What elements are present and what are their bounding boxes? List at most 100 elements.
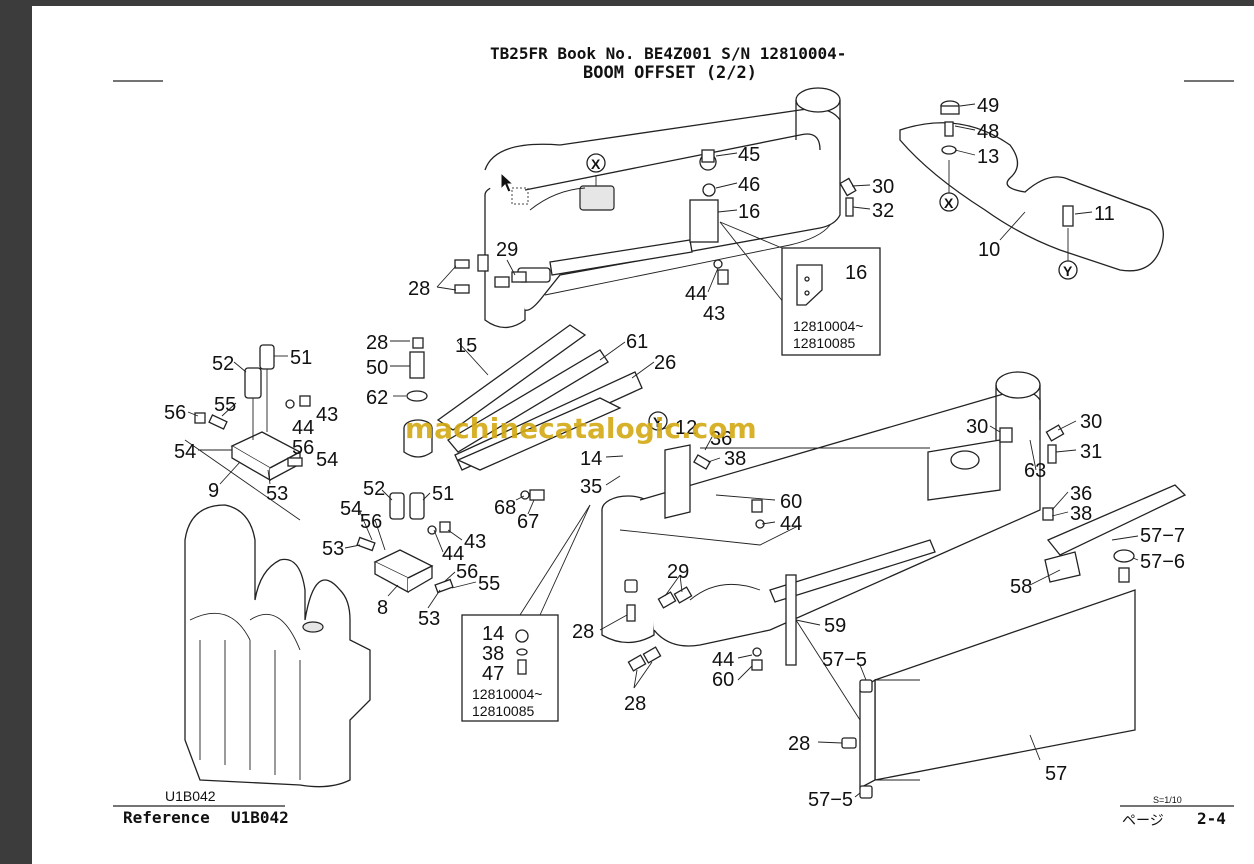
marker-y-boom: Y: [648, 411, 668, 431]
callout-label: 47: [482, 663, 504, 685]
callout-label: 28: [788, 733, 810, 755]
marker-y-plate: Y: [1058, 260, 1078, 280]
callout-label: 35: [580, 476, 602, 498]
callout-label: 46: [738, 174, 760, 196]
callout-label: 52: [363, 478, 385, 500]
callout-label: 36: [1070, 483, 1092, 505]
svg-text:X: X: [591, 156, 601, 172]
callout-label: 14: [580, 448, 602, 470]
inset-top-serial-from: 12810004~: [793, 318, 863, 334]
callout-label: 15: [455, 335, 477, 357]
callout-label: 53: [418, 608, 440, 630]
callout-label: 43: [464, 531, 486, 553]
callout-label: 44: [685, 283, 707, 305]
callout-label: 28: [366, 332, 388, 354]
callout-label: 57: [1045, 763, 1067, 785]
callout-label: 61: [626, 331, 648, 353]
callout-label: 45: [738, 144, 760, 166]
callout-label: 54: [340, 498, 362, 520]
callout-label: 56: [456, 561, 478, 583]
callout-label: 56: [292, 437, 314, 459]
marker-x-plate: X: [939, 192, 959, 212]
header-section-title: BOOM OFFSET (2/2): [583, 63, 757, 83]
callout-label: 53: [322, 538, 344, 560]
callout-label: 55: [478, 573, 500, 595]
callout-label: 44: [712, 649, 734, 671]
callout-label: 10: [978, 239, 1000, 261]
boom-main-assembly: [601, 371, 1187, 672]
callout-label: 44: [780, 513, 802, 535]
page-number: 2-4: [1197, 809, 1226, 828]
callout-label: 54: [316, 449, 338, 471]
callout-label: 16: [845, 262, 867, 284]
callout-label: 60: [780, 491, 802, 513]
cover-plate-assembly: [899, 100, 1164, 272]
callout-label: 29: [667, 561, 689, 583]
marker-x-top: X: [586, 153, 606, 173]
callout-label: 11: [1094, 203, 1115, 225]
callout-label: 38: [724, 448, 746, 470]
callout-label: 68: [494, 497, 516, 519]
callout-label: 51: [290, 347, 312, 369]
inset-box-top: 12810004~ 12810085: [719, 221, 881, 356]
callout-label: 32: [872, 200, 894, 222]
callout-label: 30: [872, 176, 894, 198]
callout-label: 9: [208, 480, 219, 502]
callout-label: 67: [517, 511, 539, 533]
drawing-code: U1B042: [165, 788, 216, 804]
swing-bracket: [184, 439, 371, 788]
reference-code: U1B042: [231, 808, 289, 827]
callout-label: 57−5: [822, 649, 867, 671]
callout-label: 57−7: [1140, 525, 1185, 547]
svg-text:Y: Y: [1063, 263, 1073, 279]
callout-label: 53: [266, 483, 288, 505]
parts-catalog-page: TB25FR Book No. BE4Z001 S/N 12810004- BO…: [32, 6, 1254, 864]
callout-label: 49: [977, 95, 999, 117]
boom-top-assembly: [454, 87, 857, 329]
inset-top-serial-to: 12810085: [793, 335, 856, 351]
callout-label: 56: [164, 402, 186, 424]
callout-label: 43: [316, 404, 338, 426]
callout-label: 44: [442, 543, 464, 565]
callout-label: 36: [710, 428, 732, 450]
side-cover-assembly: [841, 589, 1136, 799]
bracket-plates: [403, 324, 643, 501]
callout-numbers: 49 48 13 45 46 16 30 32 11 10 29 28 44 4…: [164, 95, 1185, 811]
callout-label: 29: [496, 239, 518, 261]
callout-label: 63: [1024, 460, 1046, 482]
callout-label: 57−5: [808, 789, 853, 811]
callout-label: 14: [482, 623, 504, 645]
callout-label: 59: [824, 615, 846, 637]
callout-label: 55: [214, 394, 236, 416]
mouse-pointer-icon: [500, 172, 515, 193]
inset-bottom-serial-from: 12810004~: [472, 686, 542, 702]
header-model-line: TB25FR Book No. BE4Z001 S/N 12810004-: [490, 44, 847, 63]
scale-note: S=1/10: [1153, 795, 1182, 805]
callout-label: 28: [624, 693, 646, 715]
exploded-parts-diagram: X X Y 12810004~: [113, 80, 1234, 811]
callout-label: 12: [675, 417, 697, 439]
callout-label: 31: [1080, 441, 1102, 463]
inset-box-bottom: 12810004~ 12810085: [461, 504, 591, 722]
callout-label: 26: [654, 352, 676, 374]
callout-label: 30: [1080, 411, 1102, 433]
callout-label: 13: [977, 146, 999, 168]
callout-label: 38: [1070, 503, 1092, 525]
callout-label: 50: [366, 357, 388, 379]
reference-label: Reference: [123, 808, 210, 827]
leader-lines: [187, 103, 1139, 798]
callout-label: 38: [482, 643, 504, 665]
callout-label: 44: [292, 417, 314, 439]
callout-label: 57−6: [1140, 551, 1185, 573]
callout-label: 28: [572, 621, 594, 643]
callout-label: 51: [432, 483, 454, 505]
page-label: ページ: [1122, 813, 1164, 829]
inset-bottom-serial-to: 12810085: [472, 703, 535, 719]
callout-label: 56: [360, 511, 382, 533]
svg-text:X: X: [944, 195, 954, 211]
valve-block-lower: [356, 492, 454, 594]
callout-label: 60: [712, 669, 734, 691]
callout-label: 52: [212, 353, 234, 375]
callout-label: 28: [408, 278, 430, 300]
svg-text:Y: Y: [653, 414, 663, 430]
